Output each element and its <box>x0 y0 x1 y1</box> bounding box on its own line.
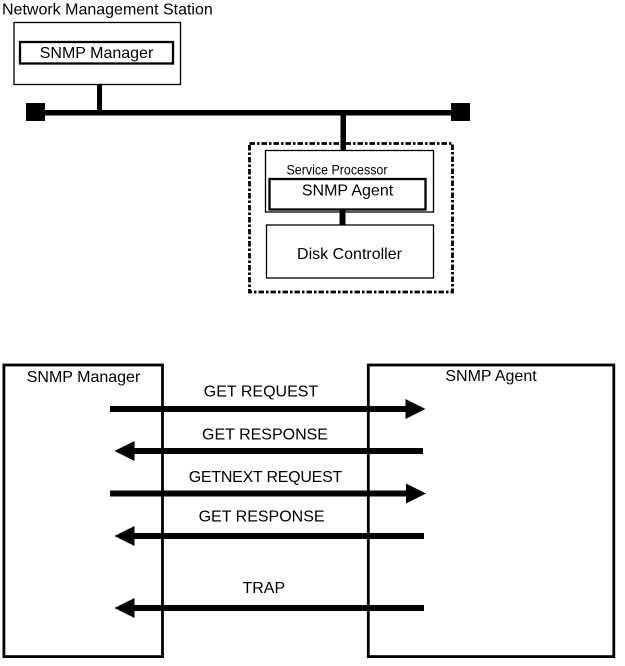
svg-text:SNMP Manager: SNMP Manager <box>27 369 141 386</box>
svg-text:SNMP Agent: SNMP Agent <box>302 183 394 200</box>
svg-text:GET RESPONSE: GET RESPONSE <box>199 509 325 526</box>
svg-text:GET REQUEST: GET REQUEST <box>204 384 319 401</box>
svg-text:Service Processor: Service Processor <box>287 162 388 178</box>
svg-text:Network Management Station: Network Management Station <box>2 2 213 19</box>
svg-text:SNMP Agent: SNMP Agent <box>445 368 537 385</box>
svg-text:SNMP Manager: SNMP Manager <box>40 45 154 62</box>
svg-text:GETNEXT REQUEST: GETNEXT REQUEST <box>189 469 343 486</box>
svg-text:TRAP: TRAP <box>242 580 285 597</box>
svg-text:Disk Controller: Disk Controller <box>297 246 403 263</box>
svg-text:GET RESPONSE: GET RESPONSE <box>202 427 328 444</box>
